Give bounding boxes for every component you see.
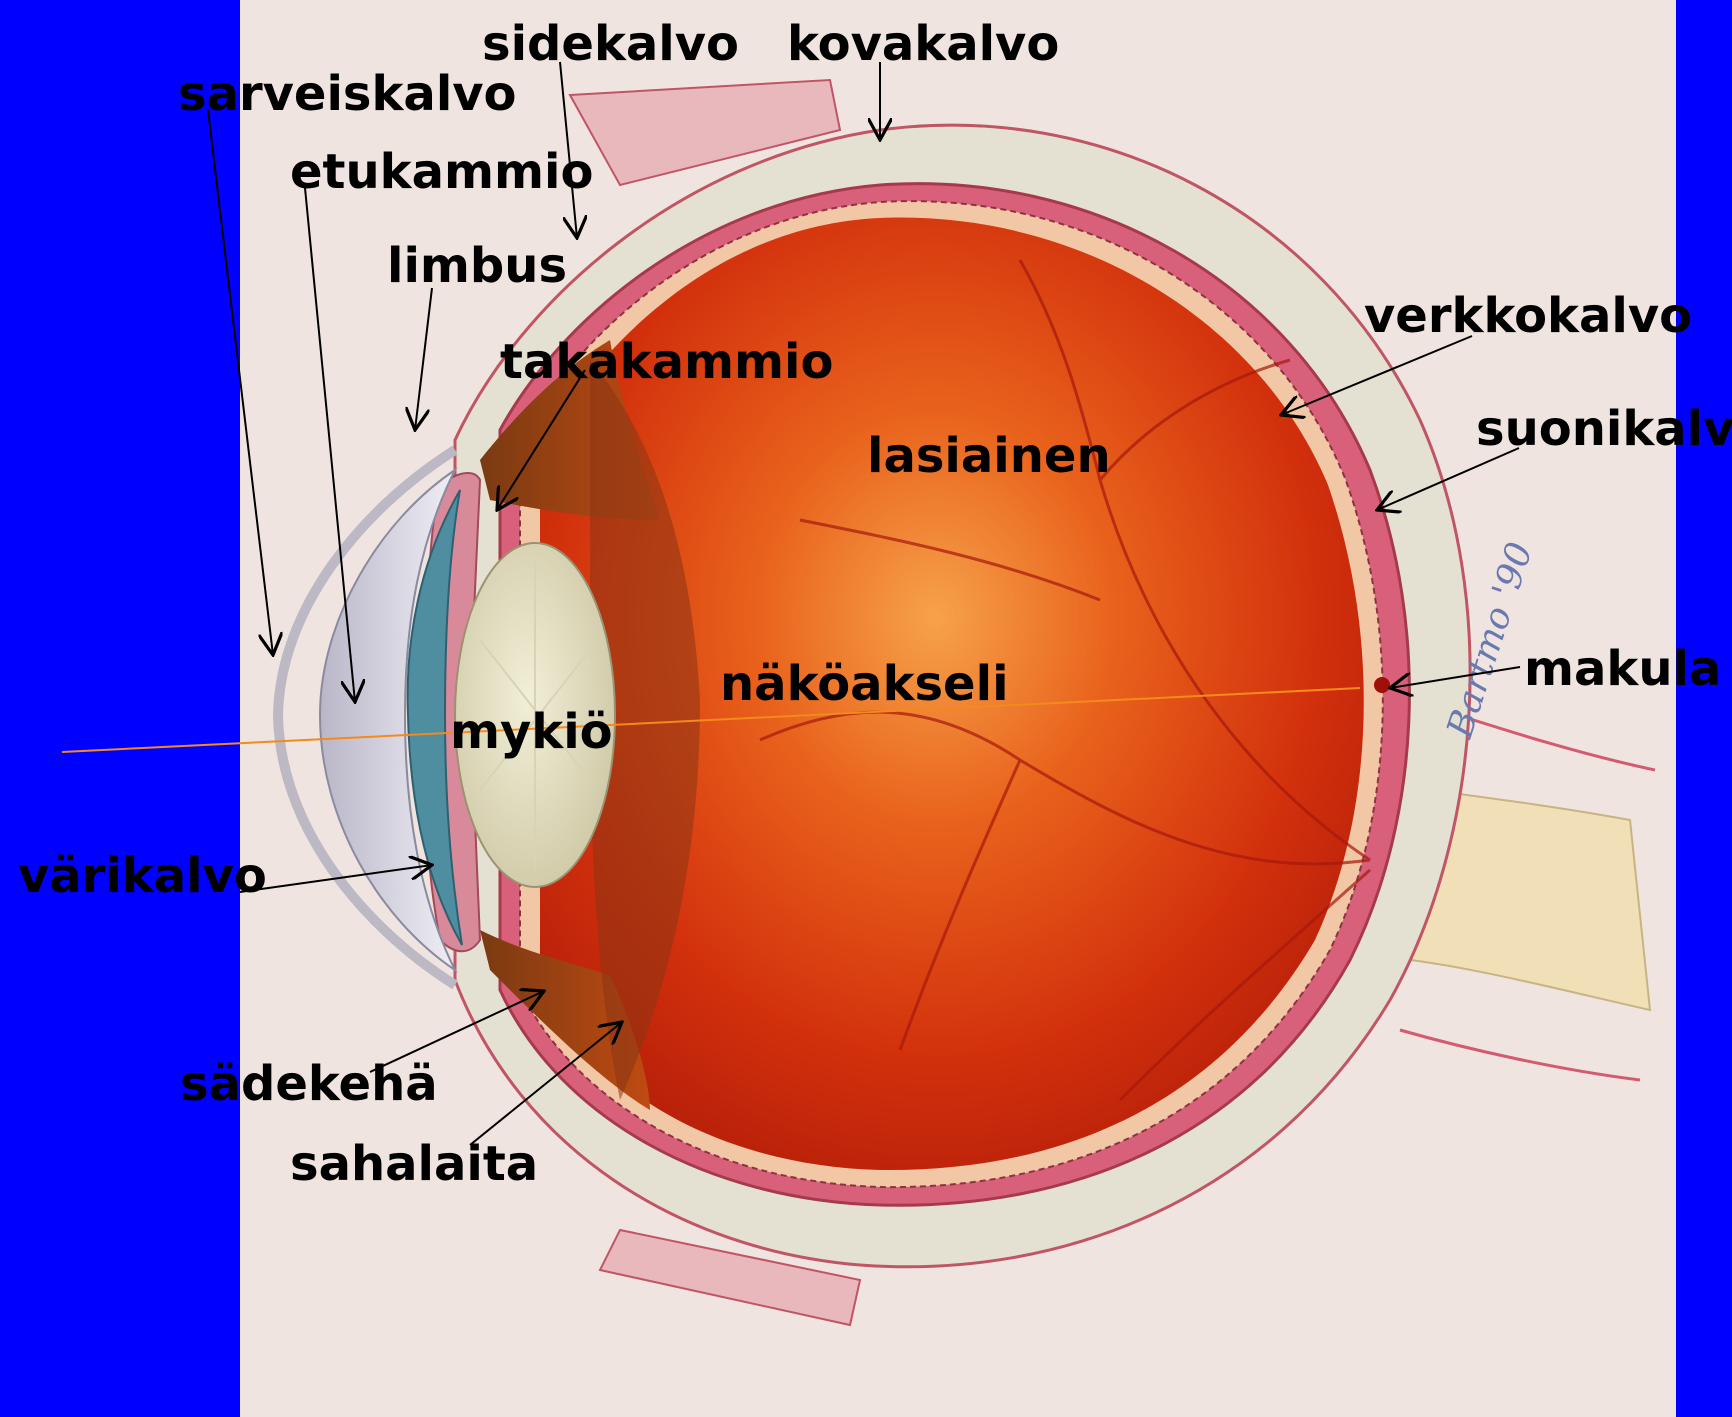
label-makula: makula	[1524, 645, 1721, 693]
label-varikalvo: värikalvo	[18, 852, 267, 900]
label-nakoakseli: näköakseli	[720, 660, 1009, 708]
macula-spot	[1374, 677, 1390, 693]
label-limbus: limbus	[387, 242, 567, 290]
label-sahalaita: sahalaita	[290, 1140, 538, 1188]
label-verkkokalvo: verkkokalvo	[1364, 292, 1692, 340]
label-suonikalvo: suonikalvo	[1476, 405, 1732, 453]
label-mykio: mykiö	[450, 708, 613, 756]
label-sadekeha: sädekehä	[180, 1060, 438, 1108]
label-kovakalvo: kovakalvo	[787, 20, 1059, 68]
label-sarveiskalvo: sarveiskalvo	[178, 70, 517, 118]
label-etukammio: etukammio	[290, 148, 593, 196]
label-sidekalvo: sidekalvo	[482, 20, 739, 68]
label-takakammio: takakammio	[500, 338, 833, 386]
label-lasiainen: lasiainen	[867, 432, 1111, 480]
